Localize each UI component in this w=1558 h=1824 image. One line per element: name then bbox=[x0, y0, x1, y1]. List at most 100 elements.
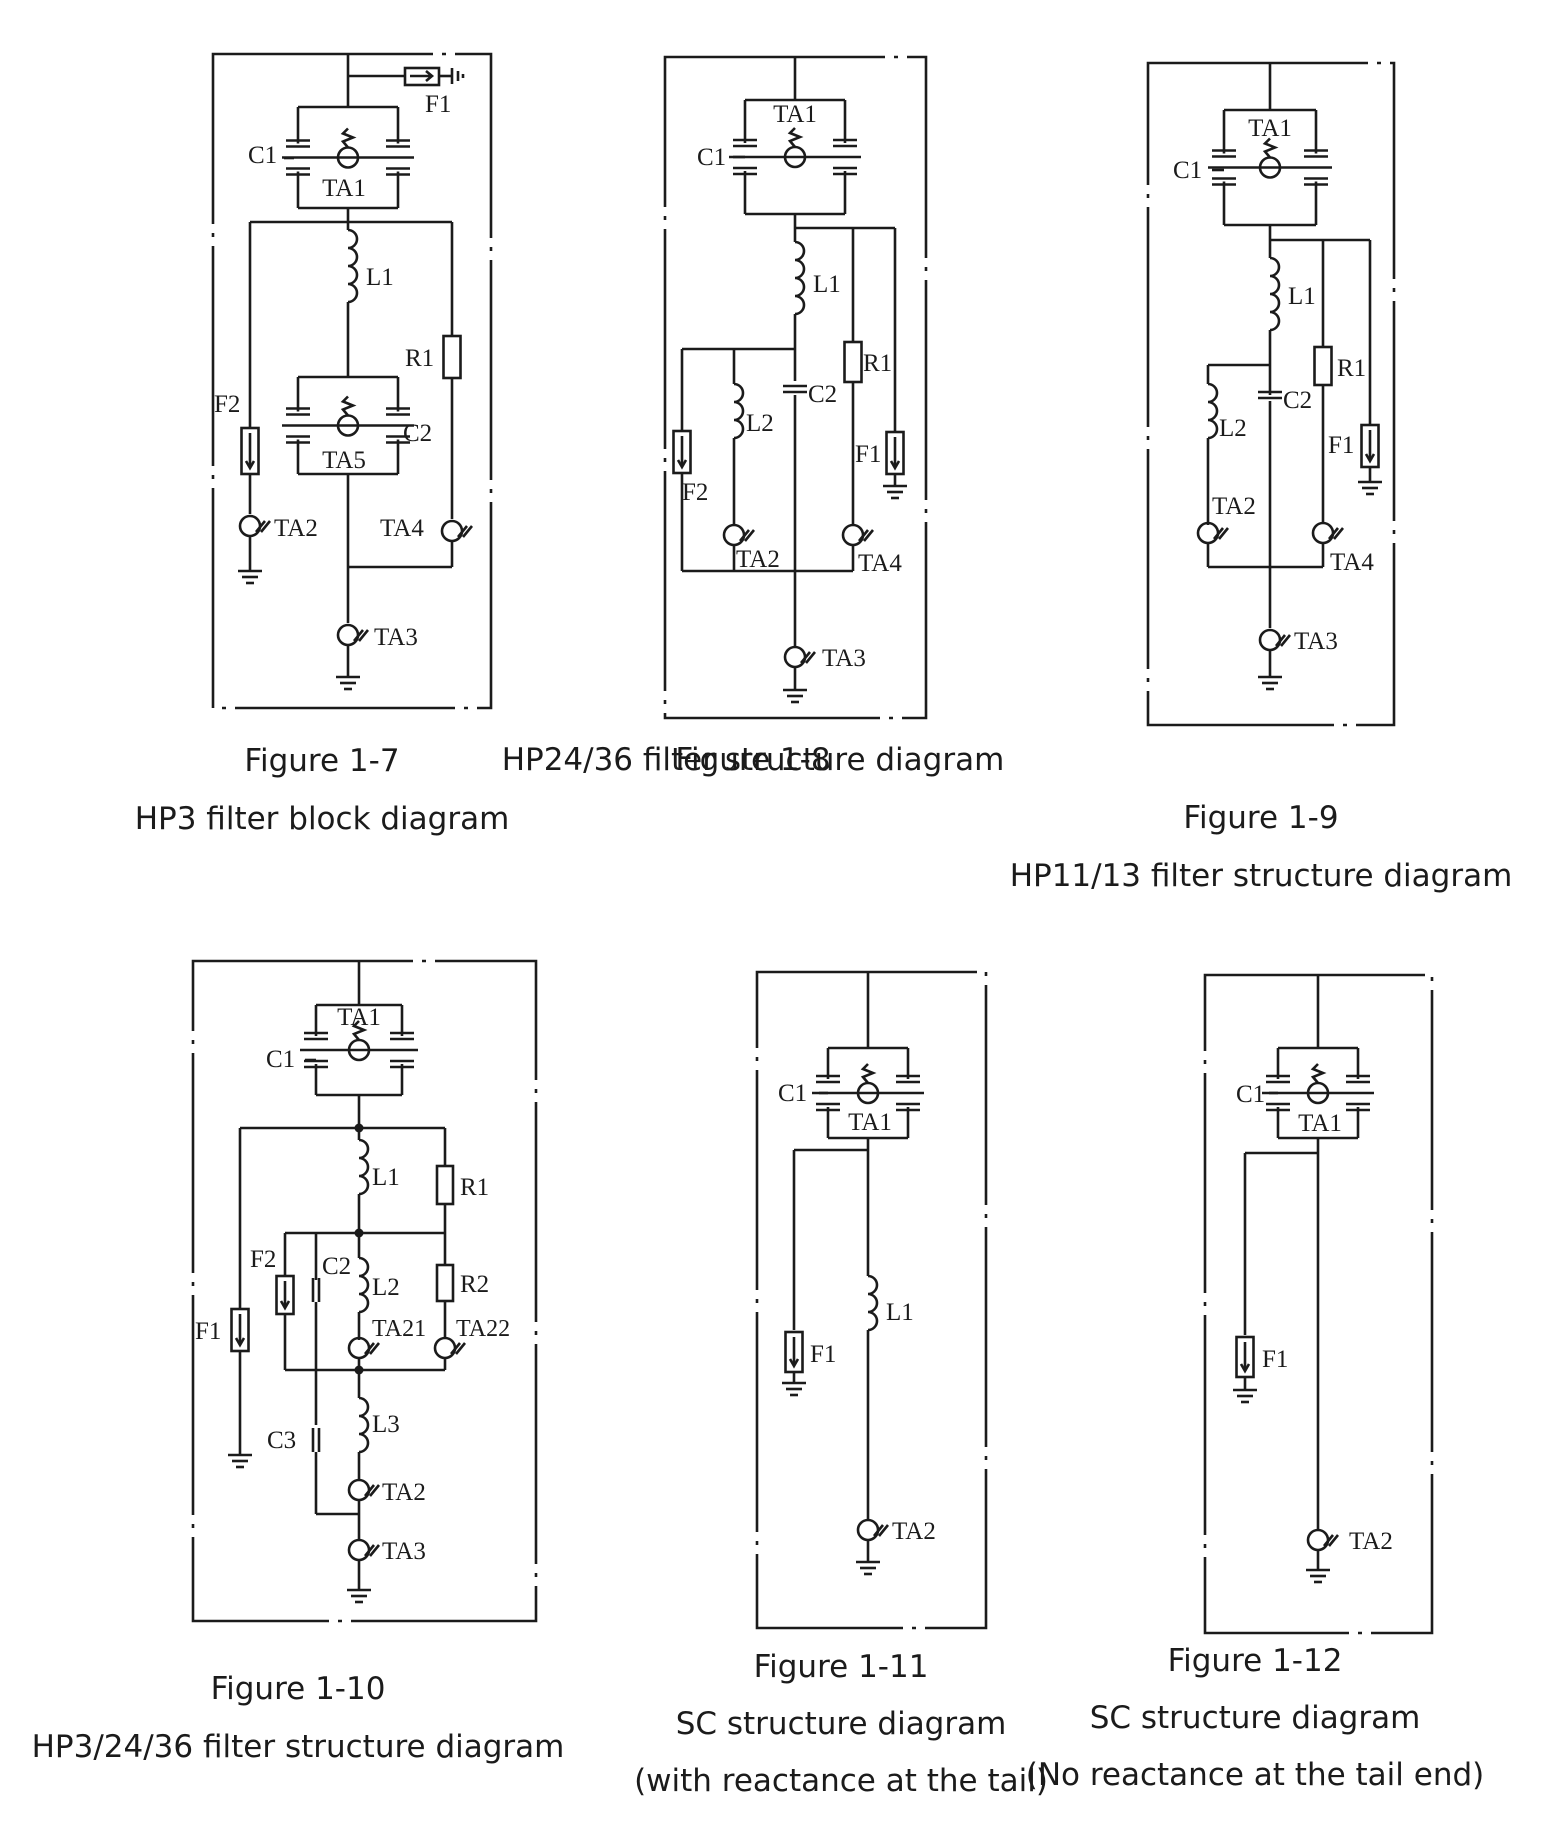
capacitor-symbol bbox=[390, 1031, 414, 1041]
capacitor-symbol bbox=[833, 138, 857, 148]
wire bbox=[340, 127, 357, 149]
component-label: TA3 bbox=[374, 624, 418, 651]
capacitor-symbol bbox=[1346, 1102, 1370, 1112]
component-label: F1 bbox=[1262, 1346, 1288, 1373]
wire bbox=[340, 395, 357, 417]
component-label: R1 bbox=[460, 1174, 489, 1201]
current-transformer-symbol bbox=[783, 645, 817, 669]
ground-symbol bbox=[883, 484, 907, 500]
current-transformer-symbol bbox=[1311, 521, 1345, 545]
wire bbox=[351, 1020, 368, 1041]
capacitor-symbol bbox=[783, 384, 807, 394]
current-transformer-symbol bbox=[347, 1538, 381, 1562]
capacitor-symbol bbox=[390, 1059, 414, 1069]
component-label: TA1 bbox=[1298, 1110, 1342, 1137]
component-label: TA2 bbox=[1349, 1528, 1393, 1555]
wire bbox=[804, 651, 817, 664]
wire bbox=[454, 1342, 467, 1355]
figure-title: SC structure diagram bbox=[676, 1706, 1007, 1742]
capacitor-symbol bbox=[386, 407, 410, 416]
current-transformer-symbol bbox=[440, 519, 474, 543]
enclosure-frame bbox=[211, 52, 493, 710]
component-label: F2 bbox=[214, 391, 240, 418]
wire bbox=[799, 651, 812, 664]
component-label: TA22 bbox=[456, 1316, 510, 1342]
component-label: TA2 bbox=[736, 546, 780, 573]
capacitor-bank-symbol bbox=[729, 98, 861, 216]
component-label: TA2 bbox=[1212, 493, 1256, 520]
ground-symbol bbox=[238, 569, 262, 585]
capacitor-symbol bbox=[386, 435, 410, 444]
component-label: F1 bbox=[810, 1341, 836, 1368]
current-transformer-symbol bbox=[238, 514, 272, 538]
component-label: F2 bbox=[682, 479, 708, 506]
arrester-symbol bbox=[672, 429, 692, 475]
wire bbox=[357, 629, 370, 642]
capacitor-symbol bbox=[896, 1074, 920, 1084]
component-label: TA3 bbox=[1294, 628, 1338, 655]
component-label: TA1 bbox=[773, 101, 817, 128]
wire bbox=[259, 520, 272, 533]
current-transformer-symbol bbox=[722, 523, 756, 547]
wire bbox=[1332, 527, 1345, 540]
current-transformer-symbol bbox=[856, 1518, 890, 1542]
component-label: TA1 bbox=[848, 1109, 892, 1136]
arrester-symbol bbox=[240, 426, 260, 476]
component-label: C1 bbox=[1173, 157, 1202, 184]
figure-title: HP24/36 filter structure diagram bbox=[502, 742, 1005, 778]
component-label: C3 bbox=[267, 1427, 296, 1454]
capacitor-symbol bbox=[733, 138, 757, 148]
inductor-symbol bbox=[347, 228, 359, 304]
figure-title: SC structure diagram bbox=[1090, 1700, 1421, 1736]
component-label: TA3 bbox=[822, 645, 866, 672]
current-transformer-symbol bbox=[1258, 628, 1292, 652]
wire bbox=[461, 525, 474, 538]
component-label: R2 bbox=[460, 1271, 489, 1298]
current-transformer-symbol bbox=[841, 523, 875, 547]
wire bbox=[368, 1544, 381, 1557]
component-label: L2 bbox=[1219, 415, 1247, 442]
component-label: TA21 bbox=[372, 1316, 426, 1342]
capacitor-symbol bbox=[1346, 1074, 1370, 1084]
component-label: L1 bbox=[366, 264, 394, 291]
inductor-symbol bbox=[733, 382, 745, 440]
capacitor-symbol bbox=[1304, 149, 1328, 158]
wire bbox=[889, 460, 901, 471]
figure-number: Figure 1-11 bbox=[754, 1649, 929, 1685]
ground-symbol bbox=[783, 688, 807, 704]
ground-symbol bbox=[1233, 1388, 1257, 1404]
component-label: TA2 bbox=[892, 1518, 936, 1545]
component-label: F2 bbox=[250, 1246, 276, 1273]
component-label: F1 bbox=[855, 441, 881, 468]
component-label: L1 bbox=[813, 271, 841, 298]
arrester-symbol bbox=[275, 1274, 295, 1316]
component-label: C2 bbox=[322, 1253, 351, 1280]
wire bbox=[368, 1484, 381, 1497]
ground-symbol bbox=[782, 1381, 806, 1397]
capacitor-symbol bbox=[304, 1031, 328, 1041]
inductor-symbol bbox=[358, 1396, 370, 1454]
component-label: L1 bbox=[1288, 283, 1316, 310]
component-label: TA5 bbox=[322, 447, 366, 474]
component-label: TA3 bbox=[382, 1538, 426, 1565]
figure-title: HP3/24/36 filter structure diagram bbox=[32, 1729, 565, 1765]
ground-symbol bbox=[856, 1560, 880, 1576]
wire bbox=[857, 529, 870, 542]
component-label: L2 bbox=[746, 410, 774, 437]
ground-symbol bbox=[1258, 675, 1282, 691]
resistor-symbol bbox=[1313, 345, 1333, 387]
wire bbox=[1262, 137, 1279, 159]
component-label: C1 bbox=[266, 1046, 295, 1073]
ground-symbol bbox=[1358, 480, 1382, 496]
wire bbox=[244, 460, 256, 471]
arrester-symbol bbox=[1360, 423, 1380, 469]
inductor-symbol bbox=[358, 1256, 370, 1314]
ground-symbol bbox=[336, 675, 360, 691]
current-transformer-symbol bbox=[1306, 1528, 1340, 1552]
wire bbox=[738, 529, 751, 542]
inductor-symbol bbox=[867, 1274, 879, 1332]
capacitor-symbol bbox=[311, 1278, 321, 1302]
ground-symbol bbox=[347, 1588, 371, 1604]
